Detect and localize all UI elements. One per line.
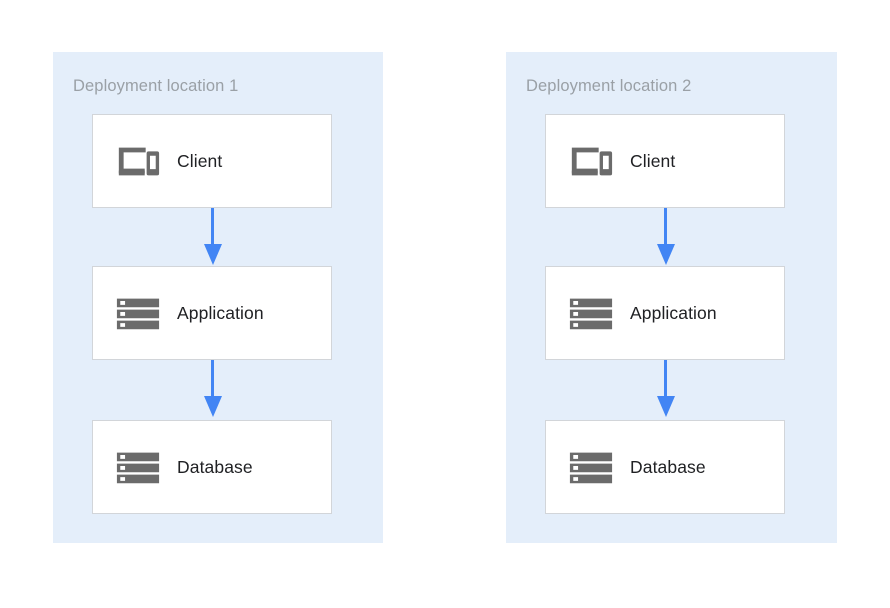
node-label: Application [630,302,717,323]
node-database[interactable]: Database [545,420,785,514]
arrow-shaft [211,208,214,248]
arrow-down-icon [656,208,675,266]
arrow-down-icon [203,208,222,266]
node-label: Client [630,150,676,171]
arrow-shaft [211,360,214,400]
arrow-down-icon [656,360,675,418]
panel-title: Deployment location 2 [526,77,692,95]
node-client[interactable]: Client [92,114,332,208]
node-label: Client [177,150,223,171]
arrow-head [656,244,675,265]
arrow-shaft [664,360,667,400]
panel-title: Deployment location 1 [73,77,239,95]
node-application[interactable]: Application [545,266,785,360]
arrow-head [203,244,222,265]
arrow-head [203,396,222,417]
devices-icon [571,147,613,176]
server-stack-icon [116,452,160,484]
node-client[interactable]: Client [545,114,785,208]
node-application[interactable]: Application [92,266,332,360]
deployment-location-panel-2: Deployment location 2 Client Application [506,52,837,543]
node-label: Database [177,456,253,477]
arrow-down-icon [203,360,222,418]
node-label: Database [630,456,706,477]
deployment-location-panel-1: Deployment location 1 Client Ap [53,52,383,543]
node-label: Application [177,302,264,323]
arrow-head [656,396,675,417]
server-stack-icon [569,452,613,484]
arrow-shaft [664,208,667,248]
devices-icon [118,147,160,176]
node-database[interactable]: Database [92,420,332,514]
server-stack-icon [569,298,613,330]
server-stack-icon [116,298,160,330]
